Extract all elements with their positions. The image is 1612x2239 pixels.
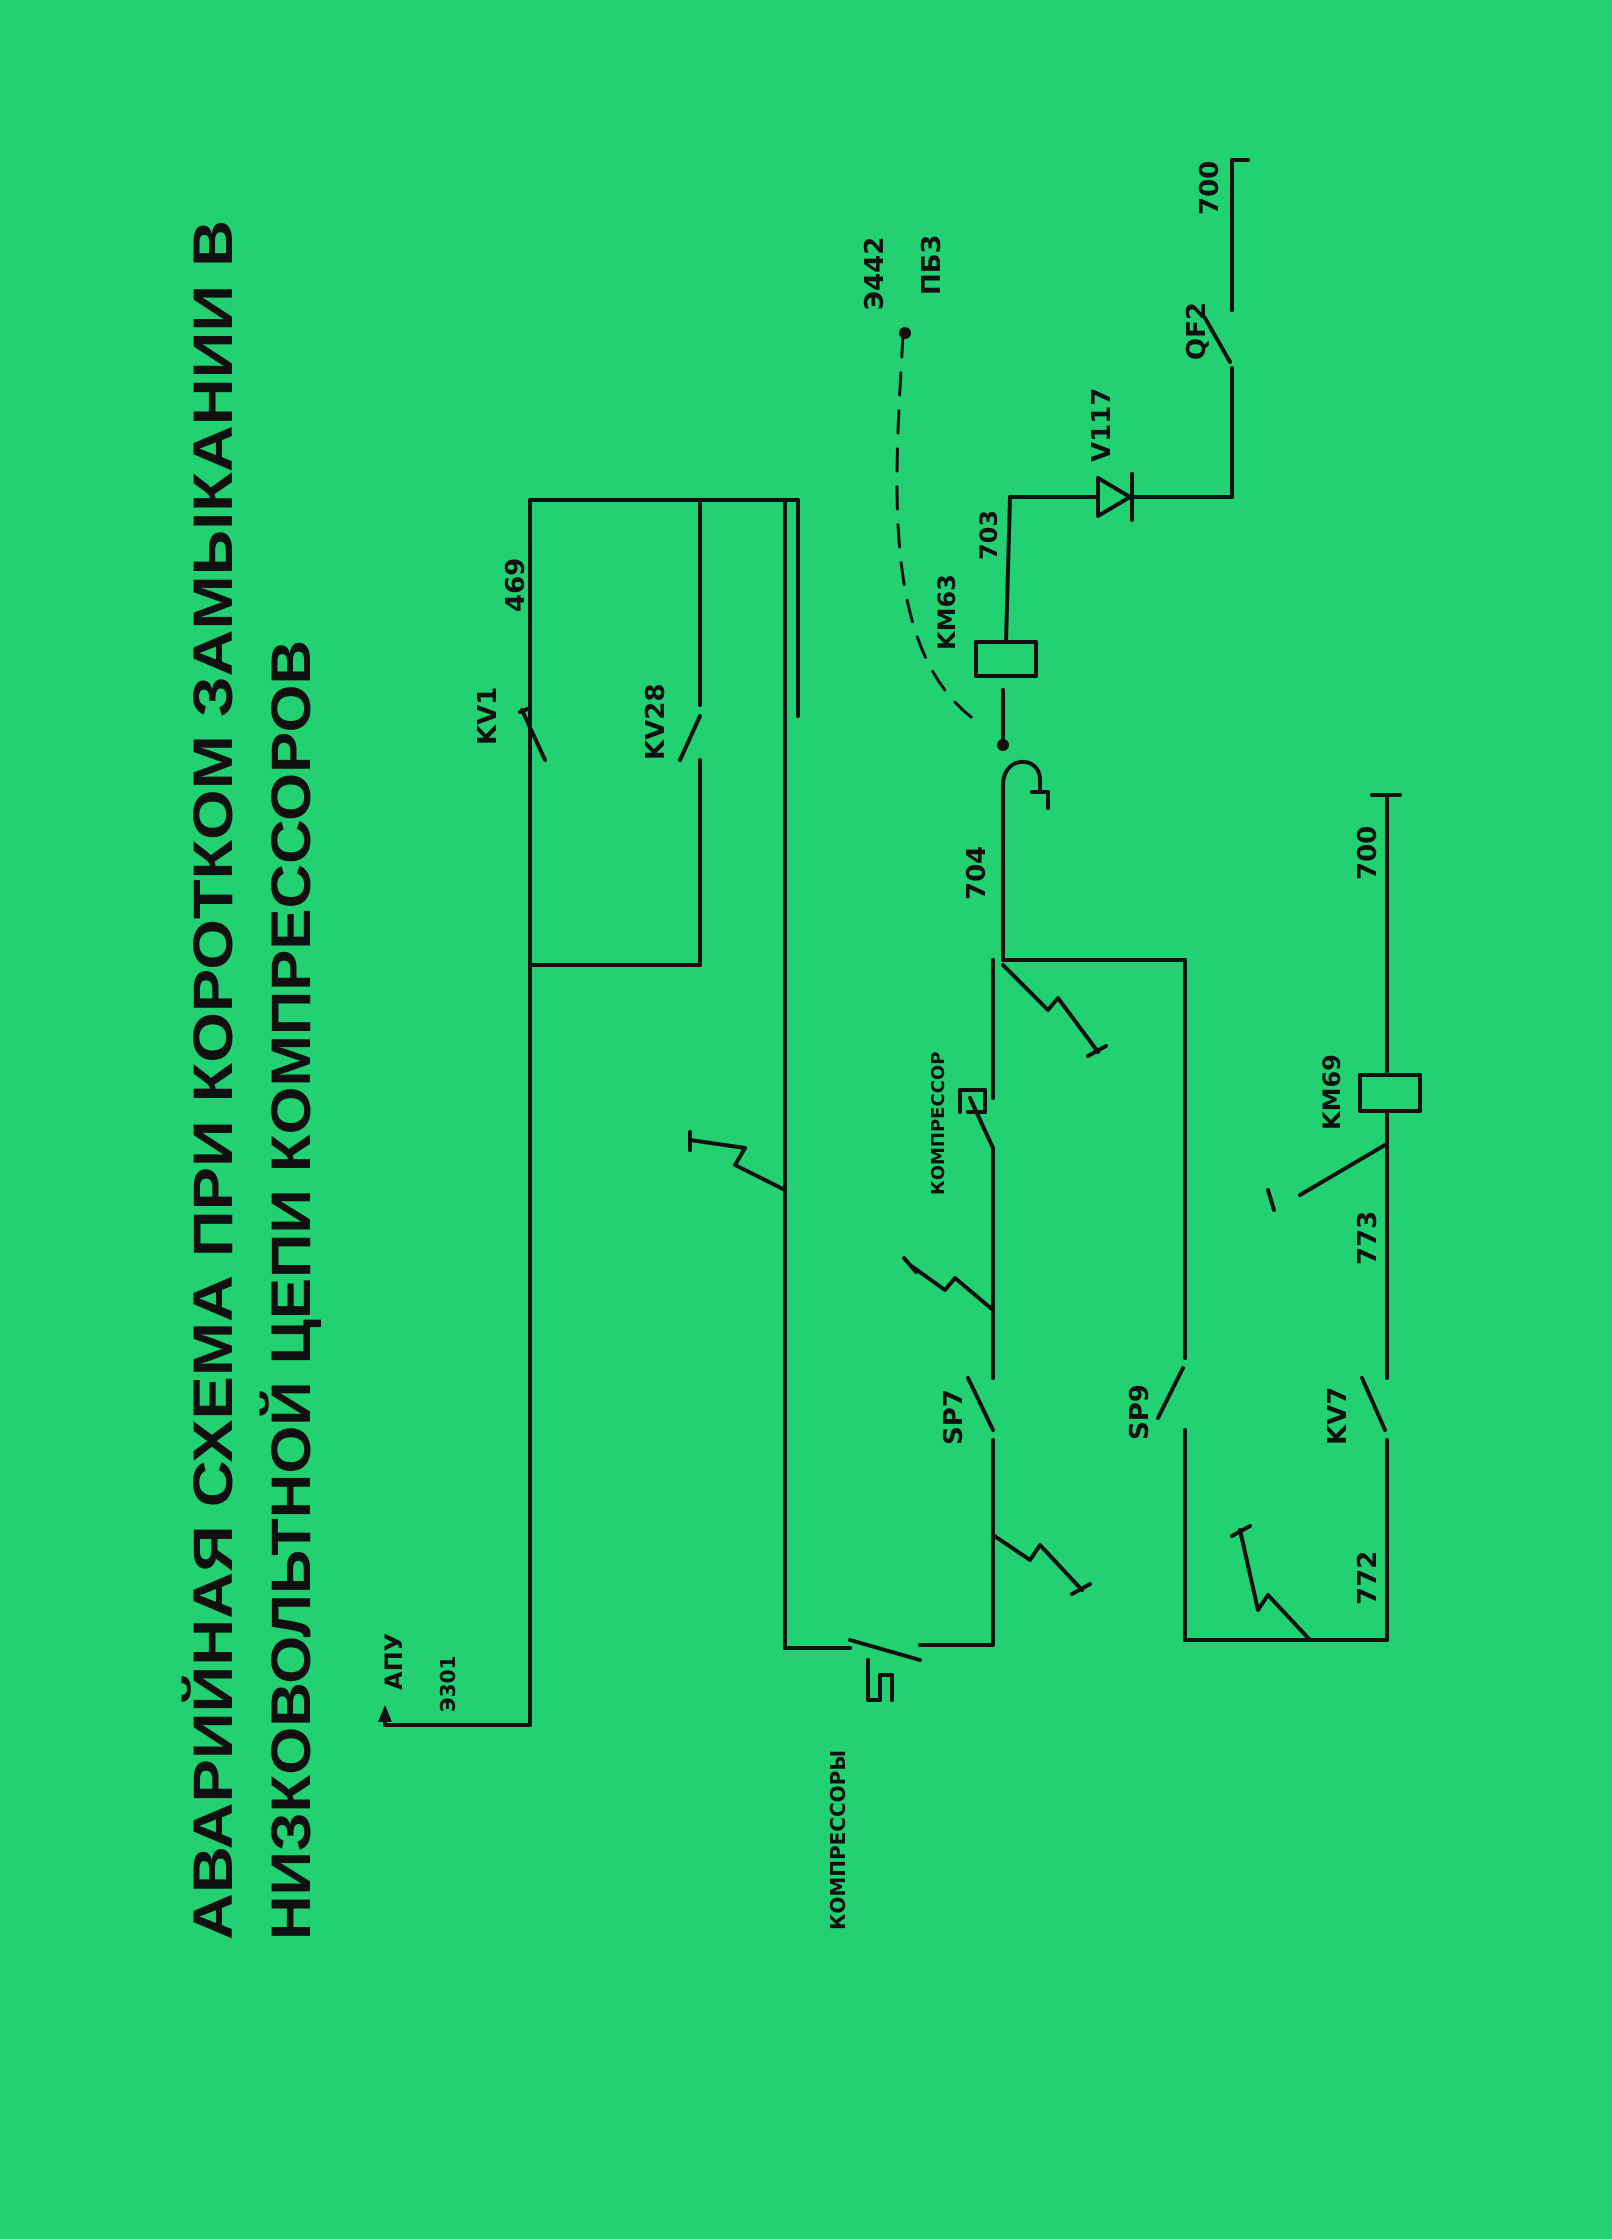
switch-kompressor-button [958,1088,987,1114]
label-kv28: KV28 [641,684,671,760]
label-sp7: SP7 [939,1389,969,1445]
label-v117: V117 [1087,388,1117,462]
upper-loop [378,498,800,1727]
fault-arrow-2-tip [1070,1582,1092,1596]
fault-arrow-4-tip [1086,1044,1108,1058]
label-469: 469 [501,558,531,612]
diode-v117 [1096,476,1132,518]
label-kv7: KV7 [1323,1387,1353,1445]
sp7-branch [902,958,1108,1596]
fault-arrow-4 [1001,963,1100,1054]
label-pbz: ПБЗ [917,235,947,295]
label-773: 773 [1353,1211,1383,1265]
arrow-apu [378,1705,392,1722]
coil-km63 [974,640,1038,678]
terminal-pbz [899,327,911,339]
fault-arrow-5-tip [1230,1524,1252,1538]
label-qf2: QF2 [1182,302,1212,360]
label-704: 704 [962,846,992,900]
second-column [688,498,995,1702]
contact-sp9 [1156,1366,1185,1420]
label-km63: KM63 [933,574,961,650]
fault-arrow-5 [1238,1528,1312,1642]
label-kv1: KV1 [473,687,503,745]
contact-km69-tip [1266,1188,1276,1212]
contact-kv28 [678,714,702,762]
plug-connector [1001,759,1050,810]
label-700-top: 700 [1195,161,1225,215]
km69-branch [1001,793,1422,1642]
contact-kv1-blade [520,708,547,762]
fault-arrow-1 [688,1138,787,1192]
wire-kv1-branch [528,706,702,967]
wire-km63-703 [1004,495,1012,644]
wire-kompressory-right [918,1503,995,1647]
label-km69: KM69 [1318,1054,1346,1130]
label-e301: Э301 [436,1656,460,1712]
switch-kompressory-button [866,1658,894,1702]
label-kompressor: КОМПРЕССОР [928,1052,949,1195]
contact-km69-fault [1298,1143,1387,1197]
dashed-link-pbz [895,333,977,722]
label-703: 703 [975,510,1003,560]
switch-kompressor [968,1096,995,1150]
switch-kompressory [848,1638,922,1662]
fault-arrow-2 [991,1533,1084,1592]
title-line-2: НИЗКОВОЛЬТНОЙ ЦЕПИ КОМПРЕССОРОВ [259,640,322,1940]
coil-km69 [1358,1073,1422,1113]
contact-kv7 [1360,1376,1387,1432]
label-772: 772 [1353,1551,1383,1605]
wire-upper-loop [528,498,800,718]
fault-arrow-3 [908,1263,995,1312]
label-kompressory: КОМПРЕССОРЫ [826,1750,850,1930]
label-700-bottom: 700 [1353,826,1383,880]
label-apu: АПУ [380,1633,408,1690]
terminal-704 [997,739,1009,751]
title-line-1: АВАРИЙНАЯ СХЕМА ПРИ КОРОТКОМ ЗАМЫКАНИИ В [181,220,244,1940]
label-e442: Э442 [860,237,890,310]
km63-branch [895,158,1250,962]
contact-qf2 [1203,316,1232,364]
label-sp9: SP9 [1125,1384,1155,1440]
contact-sp7 [966,1376,995,1432]
fault-arrow-3-tip [902,1256,918,1274]
